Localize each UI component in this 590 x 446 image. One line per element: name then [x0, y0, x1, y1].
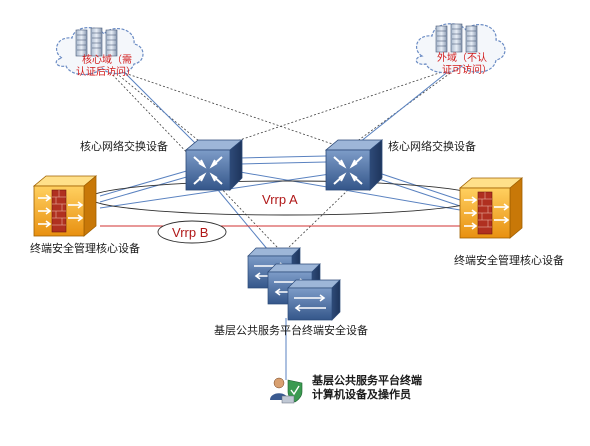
link-left-fw-left-switch-1: [99, 169, 191, 197]
terminal-core-left: [32, 175, 98, 237]
core-domain-label-2: 认证后访问）: [76, 65, 136, 78]
vrrp-a-label: Vrrp A: [262, 192, 298, 207]
core-switch-left: [184, 139, 244, 191]
core-switch-icon: [193, 156, 223, 185]
link-right-switch-access: [287, 189, 349, 249]
link-left-fw-right-switch: [99, 173, 331, 209]
server-rack-icon: [435, 23, 478, 53]
link-external-domain-left-switch: [209, 65, 461, 151]
link-left-switch-right-fw: [239, 171, 461, 211]
vrrp-b-ellipse: [157, 220, 227, 244]
external-domain-label-1: 外域（不认: [437, 51, 487, 64]
link-left-fw-left-switch-2: [99, 175, 191, 203]
terminal-core-left-label: 终端安全管理核心设备: [30, 241, 140, 255]
link-core-domain-left-switch: [109, 67, 211, 151]
server-rack-icon: [75, 27, 118, 57]
external-domain-label-2: 证可访问）: [442, 63, 492, 76]
link-switch-switch-1: [239, 155, 327, 159]
firewall-icon: [464, 191, 510, 235]
link-right-switch-right-fw-2: [369, 175, 461, 207]
firewall-icon: [38, 189, 84, 233]
link-external-domain-right-switch-solid: [349, 69, 451, 151]
access-switch-icon: [287, 279, 341, 321]
operator-label-1: 基层公共服务平台终端: [311, 373, 422, 387]
link-switch-switch-2: [239, 161, 327, 165]
grassroots-device: [247, 247, 341, 321]
external-domain-cloud: 外域（不认 证可访问）: [415, 23, 506, 76]
vrrp-b-label: Vrrp B: [172, 225, 208, 240]
grassroots-device-label: 基层公共服务平台终端安全设备: [214, 323, 368, 337]
terminal-core-right: [458, 177, 524, 239]
core-switch-left-label: 核心网络交换设备: [80, 139, 168, 153]
core-domain-label-1: 核心域（需: [82, 53, 132, 66]
terminal-core-right-label: 终端安全管理核心设备: [454, 253, 564, 267]
link-left-switch-access: [217, 189, 269, 251]
core-switch-right-label: 核心网络交换设备: [388, 139, 476, 153]
link-core-domain-right-switch: [109, 67, 351, 151]
blue-links: [99, 59, 461, 380]
operator-label-2: 计算机设备及操作员: [312, 387, 411, 401]
core-domain-cloud: 核心域（需 认证后访问）: [55, 27, 144, 78]
core-switch-icon: [333, 156, 363, 185]
core-switch-right: [324, 139, 384, 191]
operator-icon: [270, 377, 303, 404]
link-core-domain-left-switch-solid: [111, 59, 201, 149]
